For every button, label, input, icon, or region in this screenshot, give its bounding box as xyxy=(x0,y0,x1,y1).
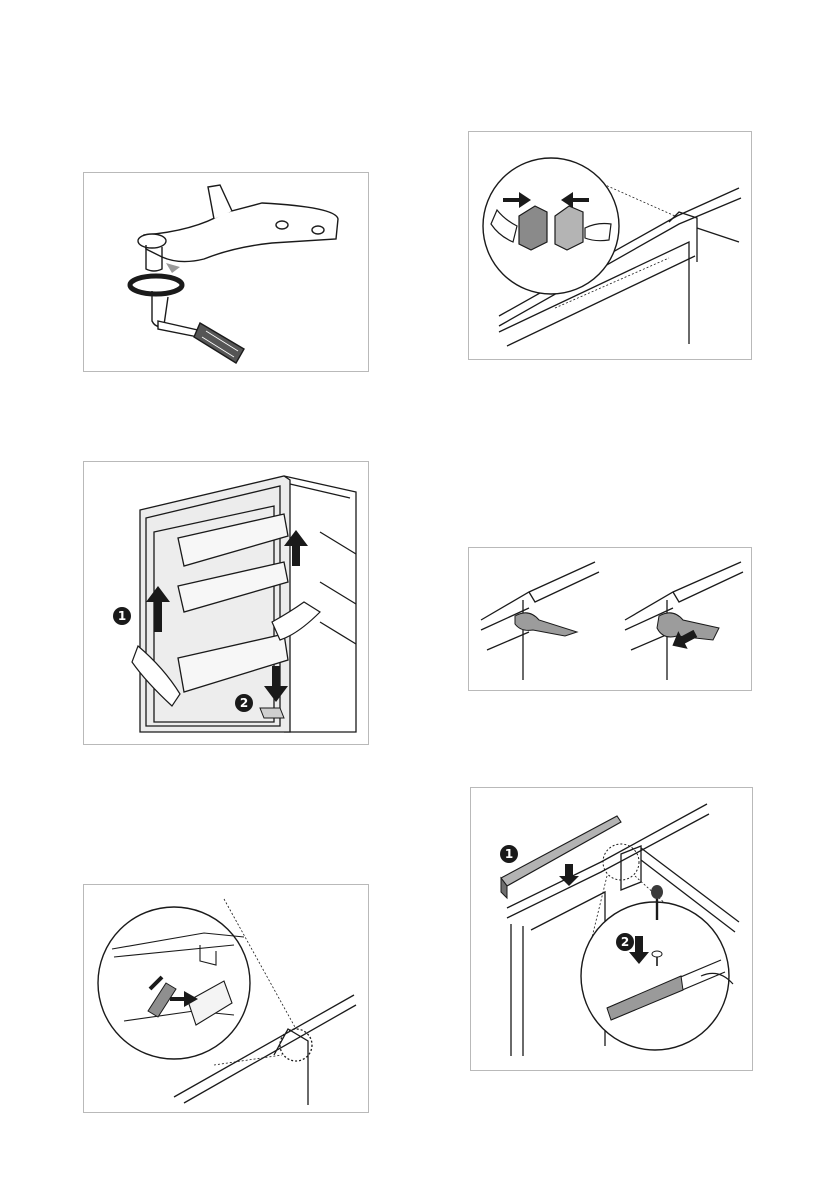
hinge-cover-illustration xyxy=(469,548,751,690)
step-badge-2-label: 2 xyxy=(240,696,248,710)
screw-insert-illustration xyxy=(84,885,368,1112)
cover-strip-illustration: 1 2 xyxy=(471,788,752,1070)
door-remove-illustration: 1 2 xyxy=(84,462,368,744)
step-badge-2-label: 2 xyxy=(621,935,629,949)
zoom-circle xyxy=(98,907,250,1059)
figure-hinge-cover xyxy=(468,547,752,691)
zoom-circle xyxy=(581,902,729,1050)
step-badge-1-label: 1 xyxy=(118,609,126,623)
figure-screw-insert xyxy=(83,884,369,1113)
hinge-pin-illustration xyxy=(84,173,368,371)
figure-door-remove: 1 2 xyxy=(83,461,369,745)
figure-hinge-pin xyxy=(83,172,369,372)
step-badge-1-label: 1 xyxy=(505,847,513,861)
magnet-blocks-illustration xyxy=(469,132,751,359)
figure-magnet-blocks xyxy=(468,131,752,360)
figure-cover-strip: 1 2 xyxy=(470,787,753,1071)
